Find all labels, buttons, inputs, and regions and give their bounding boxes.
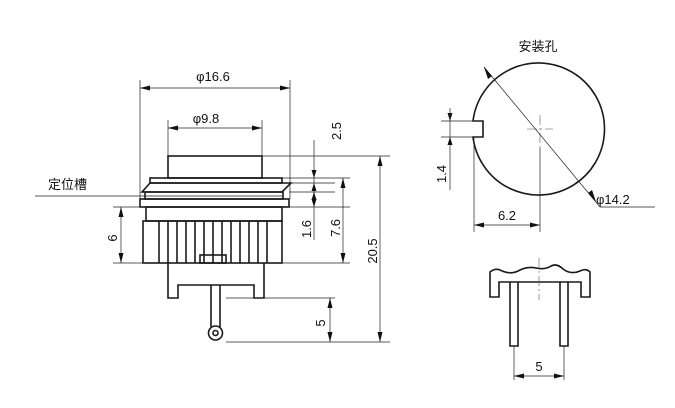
dim-7-6-label: 7.6	[328, 219, 343, 237]
mounting-hole-outline	[472, 62, 606, 196]
terminal-base	[167, 263, 265, 299]
dim-5-profile-label: 5	[535, 359, 542, 374]
dim-phi-16-6: φ16.6	[139, 69, 291, 199]
terminal-pin	[210, 285, 221, 327]
locating-groove-band	[144, 191, 284, 200]
install-hole-label: 安装孔	[518, 40, 557, 55]
profile-view: 5	[489, 258, 591, 380]
switch-body-top	[139, 198, 290, 208]
dim-2-5-label: 2.5	[329, 122, 344, 140]
dim-1-6-label: 1.6	[299, 220, 314, 238]
dim-phi-16-6-label: φ16.6	[196, 69, 230, 84]
terminal-eye	[207, 325, 224, 341]
dim-phi-14-2-label: φ14.2	[596, 192, 630, 207]
locating-groove-callout: 定位槽	[35, 178, 145, 197]
dim-phi-9-8: φ9.8	[167, 111, 263, 156]
cap-profile	[489, 264, 591, 298]
switch-cap	[167, 155, 263, 179]
dim-20-5: 20.5	[365, 156, 383, 342]
mounting-hole-view: 安装孔 φ14.2 1.4 6.2	[434, 40, 655, 232]
center-key	[199, 254, 227, 264]
dim-6-2-label: 6.2	[498, 208, 516, 223]
switch-side-view	[139, 155, 293, 341]
dim-1-4-label: 1.4	[434, 165, 449, 183]
extension-lines-right	[226, 155, 390, 343]
left-leg	[509, 282, 519, 347]
dim-phi-9-8-label: φ9.8	[193, 111, 220, 126]
dim-6: 6	[105, 206, 146, 264]
dim-2-5: 2.5	[311, 122, 344, 198]
switch-body	[145, 206, 283, 222]
ribs	[158, 221, 268, 263]
switch-flange	[140, 182, 293, 193]
locating-groove-label: 定位槽	[48, 178, 87, 193]
dim-7-6: 7.6	[328, 178, 346, 263]
dim-5-pin-label: 5	[313, 319, 328, 326]
right-leg	[559, 282, 569, 347]
dim-5-pin: 5	[313, 298, 333, 342]
dim-1-6: 1.6	[299, 192, 317, 240]
dim-20-5-label: 20.5	[365, 238, 380, 263]
dim-6-label: 6	[105, 234, 120, 241]
